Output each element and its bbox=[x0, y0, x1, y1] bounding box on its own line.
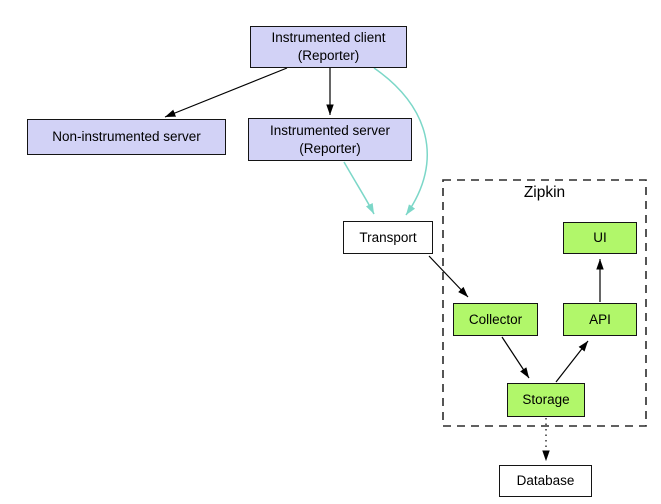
edge-client-to-non-instrumented-server bbox=[164, 67, 288, 118]
node-label: Collector bbox=[468, 311, 523, 327]
node-label: Database bbox=[516, 473, 575, 489]
node-label: Storage bbox=[522, 392, 570, 408]
edge-storage-to-api bbox=[555, 340, 589, 383]
cluster-label-text: Zipkin bbox=[523, 184, 566, 201]
node-label: API bbox=[589, 311, 611, 327]
node-api: API bbox=[563, 303, 637, 336]
node-transport: Transport bbox=[343, 221, 433, 254]
edge-transport-to-collector bbox=[428, 255, 469, 298]
node-storage: Storage bbox=[507, 383, 585, 417]
edge-collector-to-storage bbox=[501, 336, 530, 379]
node-label: Instrumented server (Reporter) bbox=[269, 122, 391, 156]
node-non-instrumented-server: Non-instrumented server bbox=[27, 119, 226, 155]
node-label: Non-instrumented server bbox=[52, 129, 201, 145]
node-database: Database bbox=[499, 465, 592, 497]
edge-instrumented-server-to-transport bbox=[343, 161, 375, 215]
node-ui: UI bbox=[563, 222, 637, 254]
edge-client-to-transport bbox=[373, 67, 428, 216]
node-collector: Collector bbox=[453, 303, 538, 336]
node-instrumented-server: Instrumented server (Reporter) bbox=[248, 118, 412, 161]
node-instrumented-client: Instrumented client (Reporter) bbox=[250, 26, 407, 68]
node-label: Transport bbox=[359, 229, 417, 245]
zipkin-cluster-label: Zipkin bbox=[443, 184, 646, 202]
node-label: UI bbox=[593, 230, 607, 246]
zipkin-cluster-border bbox=[442, 179, 647, 427]
node-label: Instrumented client (Reporter) bbox=[271, 30, 386, 63]
